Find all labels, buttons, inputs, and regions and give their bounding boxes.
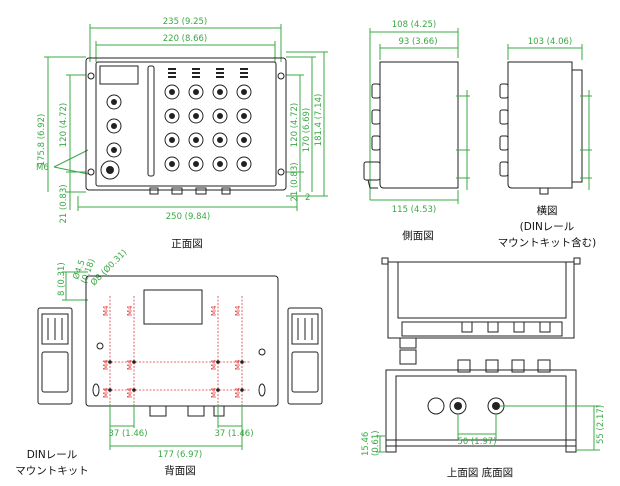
m4-label: M4: [102, 305, 110, 316]
dim-top-50: 50 (1.97): [457, 437, 496, 447]
dim-height-120-left: 120 (4.72): [59, 103, 69, 147]
caption-front: 正面図: [171, 238, 203, 250]
dim-width-220: 220 (8.66): [163, 34, 207, 44]
m4-label: M4: [210, 359, 218, 370]
m4-label: M4: [102, 359, 110, 370]
dim-height-175: 175.8 (6.92): [37, 114, 47, 167]
dim-width-108: 108 (4.25): [392, 20, 436, 30]
dim-width-250: 250 (9.84): [166, 212, 210, 222]
dim-height-21-right: 21 (0.83): [290, 162, 300, 201]
m4-label: M4: [234, 387, 242, 398]
din-rail-kit: DINレール マウントキット: [15, 307, 323, 477]
dim-back-8: 8 (0.31): [57, 262, 67, 296]
dim-height-170: 170 (6.69): [302, 108, 312, 152]
m4-label: M4: [234, 305, 242, 316]
dim-2: 2: [305, 193, 310, 203]
m4-label: M4: [126, 387, 134, 398]
dim-width-103: 103 (4.06): [528, 37, 572, 47]
caption-back: 背面図: [164, 464, 196, 477]
dim-top-15: 15.46: [361, 432, 371, 456]
dim-back-37-right: 37 (1.46): [214, 429, 253, 439]
m4-label: M4: [126, 359, 134, 370]
dim-height-21-left: 21 (0.83): [59, 184, 69, 223]
caption-lateral-3: マウントキット含む): [498, 236, 597, 249]
side-view: 108 (4.25) 93 (3.66) 115 (4.53) 側面図: [363, 20, 470, 242]
caption-lateral-2: (DINレール: [520, 221, 575, 233]
m4-label: M4: [210, 305, 218, 316]
caption-topbottom: 上面図 底面図: [447, 466, 513, 479]
dim-top-15b: (0.61): [371, 430, 381, 456]
m4-label: M4: [102, 387, 110, 398]
m4-label: M4: [234, 359, 242, 370]
front-view: 235 (9.25) 220 (8.66) 175.8 (6.92) 120 (…: [36, 17, 328, 250]
dim-back-177: 177 (6.97): [158, 450, 202, 460]
caption-din-2: マウントキット: [15, 465, 89, 477]
dim-height-120-right: 120 (4.72): [290, 103, 300, 147]
caption-side: 側面図: [402, 229, 434, 242]
caption-lateral-1: 横図: [537, 204, 558, 217]
m4-label: M4: [210, 387, 218, 398]
dim-width-235: 235 (9.25): [163, 17, 207, 27]
lateral-view: 103 (4.06) 横図 (DINレール マウントキット含む): [498, 37, 597, 249]
m4-label: M4: [126, 305, 134, 316]
label-m6: M6: [36, 163, 49, 173]
dim-width-115: 115 (4.53): [392, 205, 436, 215]
dim-top-55: 55 (2.17): [596, 405, 606, 444]
caption-din-1: DINレール: [27, 449, 78, 461]
back-view: 8 (0.31) Ø4.5 (0.18) Ø8 (Ø0.31) M4 M4 M4…: [57, 247, 279, 477]
dim-back-37-left: 37 (1.46): [108, 429, 147, 439]
dim-height-181: 181.4 (7.14): [314, 94, 324, 147]
top-bottom-view: 50 (1.97) 15.46 (0.61) 55 (2.17) 上面図 底面図: [361, 257, 606, 479]
dim-width-93: 93 (3.66): [398, 37, 437, 47]
